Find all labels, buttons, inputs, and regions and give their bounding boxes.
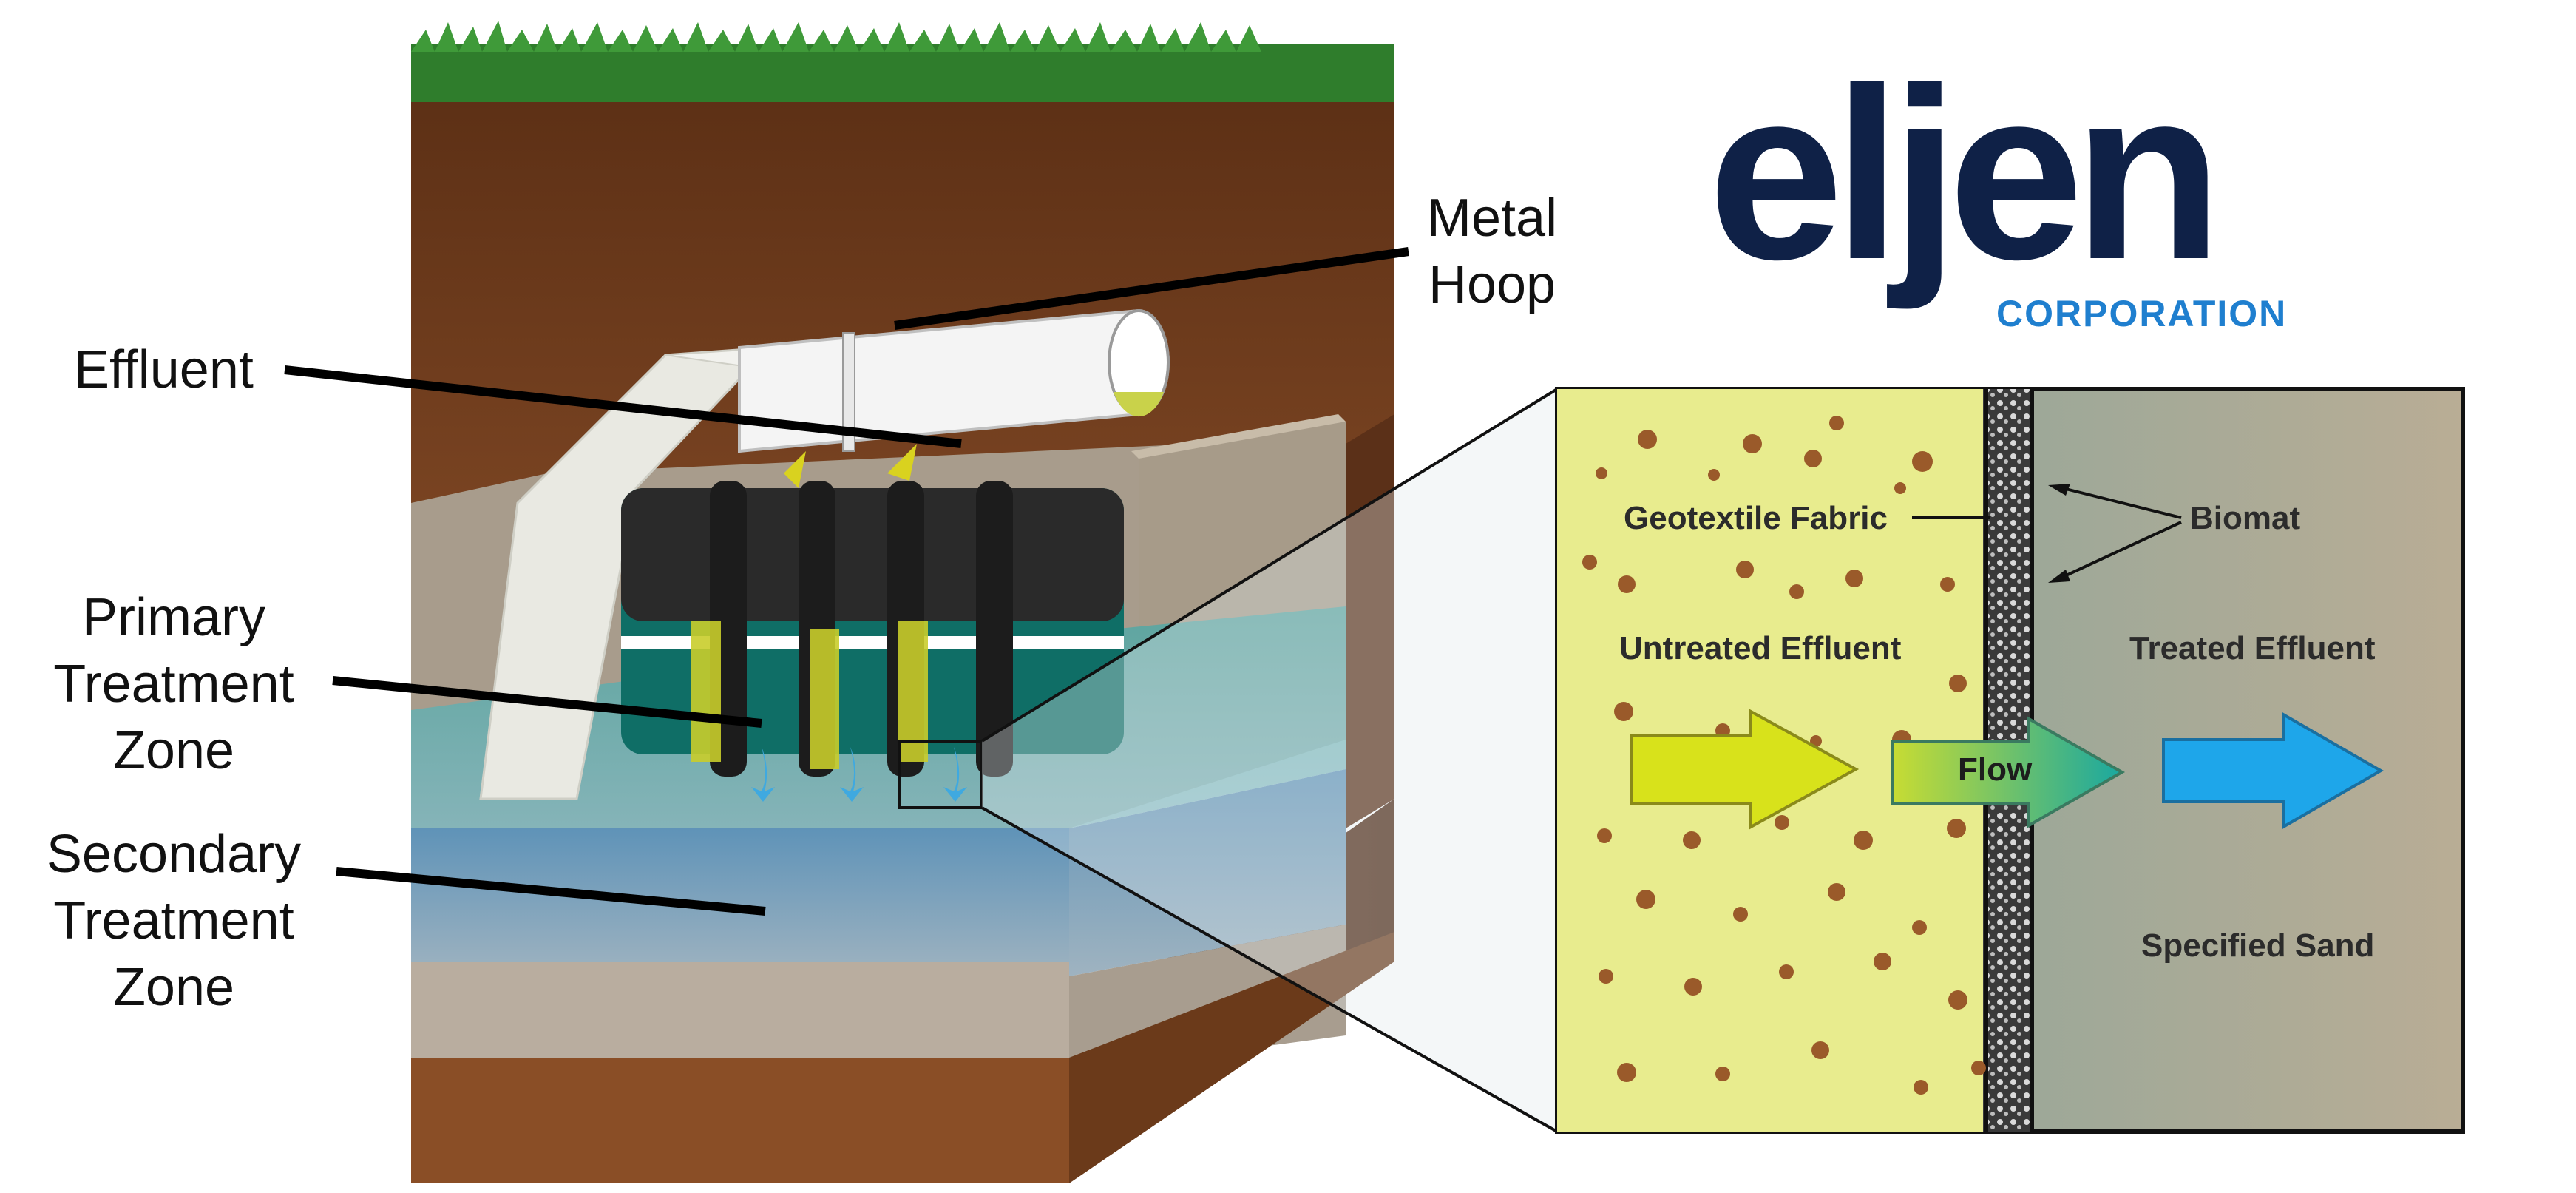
eljen-logo-sub: CORPORATION: [1996, 293, 2288, 334]
flow-label: Flow: [1958, 751, 2033, 788]
grass-layer: [411, 44, 1394, 102]
untreated-label: Untreated Effluent: [1619, 630, 1902, 666]
soil-particles: [1582, 416, 1986, 1095]
inset-panel: [1555, 387, 2465, 1134]
soil-cutaway: [411, 21, 1394, 1183]
treated-arrow: [2162, 712, 2385, 830]
subsoil-layer: [411, 1058, 1069, 1183]
secondary-zone-label: Secondary Treatment Zone: [22, 821, 325, 1021]
zoom-box: [898, 740, 983, 809]
grass-blades: [411, 21, 1261, 52]
treated-label: Treated Effluent: [2129, 630, 2376, 666]
biomat-label: Biomat: [2190, 500, 2301, 536]
treatment-modules: [621, 481, 1124, 777]
primary-line-2: Treatment: [53, 655, 294, 714]
primary-zone-leader: [332, 676, 762, 728]
primary-line-1: Primary: [82, 588, 265, 647]
secondary-line-1: Secondary: [46, 825, 302, 884]
sand-label: Specified Sand: [2141, 927, 2375, 964]
eljen-logo: eljen: [1708, 37, 2223, 310]
secondary-line-2: Treatment: [53, 891, 294, 950]
metal-hoop-label: Metal Hoop: [1427, 185, 1557, 318]
secondary-line-3: Zone: [112, 958, 235, 1017]
effluent-label: Effluent: [74, 340, 254, 399]
secondary-zone-leader: [336, 867, 766, 916]
metal-hoop-leader: [894, 247, 1409, 330]
primary-zone-label: Primary Treatment Zone: [30, 584, 318, 784]
primary-line-3: Zone: [112, 721, 235, 780]
biomat-pointer-2: [2062, 521, 2182, 578]
flow-arrow: [1891, 716, 2126, 828]
untreated-arrow: [1630, 709, 1860, 830]
biomat-pointer-1: [2062, 487, 2182, 519]
geotextile-label: Geotextile Fabric: [1624, 500, 1888, 536]
metal-hoop-line-1: Metal: [1427, 189, 1558, 248]
metal-hoop-line-2: Hoop: [1428, 255, 1556, 314]
effluent-leader: [284, 365, 962, 448]
metal-hoop: [842, 332, 855, 452]
